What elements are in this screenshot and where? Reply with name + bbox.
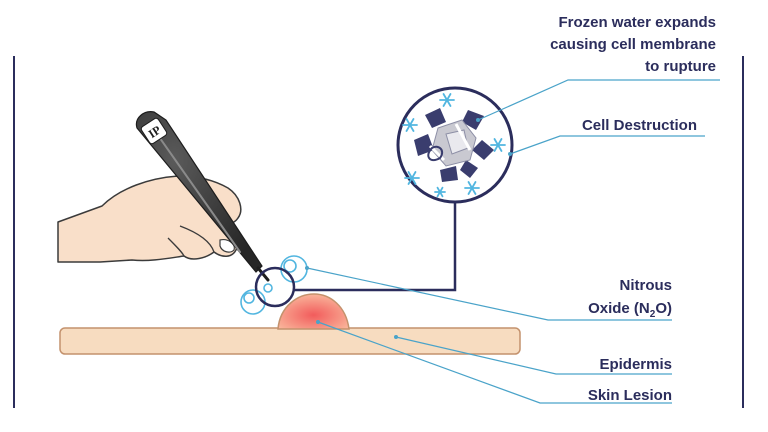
cell-fragments bbox=[414, 108, 494, 182]
snowflake-icon bbox=[439, 93, 455, 107]
label-cell-destruction: Cell Destruction bbox=[582, 117, 697, 134]
snowflake-icon bbox=[490, 138, 506, 152]
label-frozen-line3: to rupture bbox=[645, 58, 716, 75]
skin-lesion bbox=[277, 293, 350, 330]
nitrous-suffix: O) bbox=[655, 300, 672, 317]
label-frozen-line2: causing cell membrane bbox=[550, 36, 716, 53]
snowflake-icons bbox=[402, 93, 506, 198]
leader-cell-destruction bbox=[509, 135, 705, 155]
leader-epidermis bbox=[395, 336, 672, 375]
label-skin-lesion: Skin Lesion bbox=[588, 387, 672, 404]
nitrous-prefix: Oxide (N bbox=[588, 300, 650, 317]
pen-body bbox=[135, 111, 263, 273]
magnifier-ring bbox=[254, 266, 296, 308]
leader-lines bbox=[306, 79, 720, 404]
leader-frozen bbox=[477, 79, 720, 121]
ice-crystals bbox=[427, 119, 477, 167]
finger-crease bbox=[167, 237, 185, 257]
snowflake-icon bbox=[402, 118, 418, 132]
label-frozen-line1: Frozen water expands bbox=[558, 14, 716, 31]
thumbnail bbox=[219, 239, 235, 253]
leader-dots bbox=[305, 118, 512, 339]
finger-crease bbox=[179, 225, 215, 253]
pen-tip bbox=[256, 266, 270, 282]
cryo-pen: IP bbox=[135, 111, 270, 282]
label-nitrous-line2: Oxide (N2O) bbox=[588, 300, 672, 320]
nitrous-subscript: 2 bbox=[650, 309, 656, 320]
snowflake-icon bbox=[464, 181, 480, 195]
magnifier-connector bbox=[294, 202, 457, 292]
label-nitrous-line1: Nitrous bbox=[620, 277, 673, 294]
pen-logo-box bbox=[140, 117, 168, 145]
snowflake-icon bbox=[434, 186, 446, 198]
label-epidermis: Epidermis bbox=[599, 356, 672, 373]
leader-nitrous bbox=[306, 267, 672, 321]
cell-zoom-view bbox=[396, 86, 514, 204]
snowflake-icon bbox=[404, 171, 420, 185]
leader-skin-lesion bbox=[317, 321, 672, 404]
